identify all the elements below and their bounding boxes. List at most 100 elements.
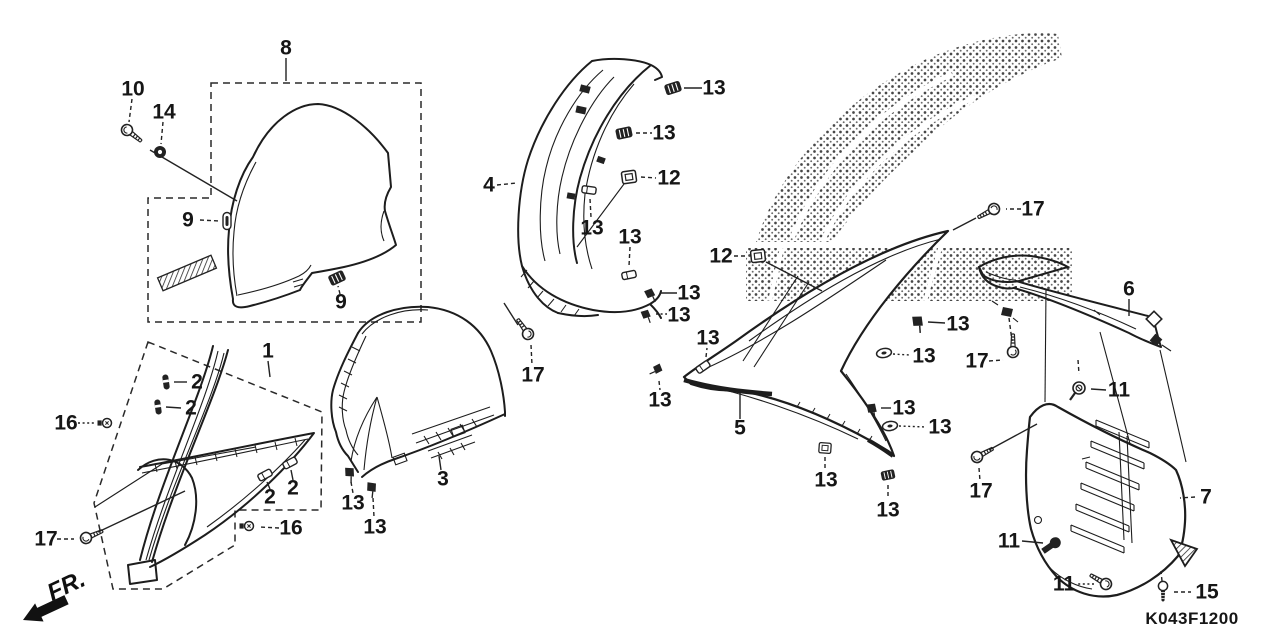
mount-boss-icon	[1001, 307, 1013, 317]
screw-icon	[118, 121, 146, 147]
clip12-projection	[576, 183, 625, 248]
callout-7: 7	[1200, 486, 1212, 509]
front-lower-cowl-group: 1 2 2 16 2 2 16 17	[34, 340, 323, 590]
callout-13: 13	[648, 389, 671, 412]
callout-13: 13	[928, 416, 951, 439]
part7-foot	[1169, 538, 1199, 568]
callout-13: 13	[677, 282, 700, 305]
leader-12	[640, 176, 657, 179]
leader-13	[705, 347, 708, 358]
leader-14	[160, 121, 164, 145]
screw17-mount-dash	[1008, 317, 1013, 342]
leader-13	[927, 321, 946, 324]
leader-13	[589, 198, 592, 218]
leader-16	[259, 526, 280, 529]
part6-fin-inner	[985, 271, 1017, 281]
clip-tick	[1161, 344, 1172, 352]
part5-thick-edge	[683, 377, 773, 397]
part5-outline	[682, 229, 950, 458]
clip-icon	[875, 346, 893, 360]
part6-tail-inner	[1019, 286, 1137, 330]
callout-4: 4	[483, 174, 495, 197]
callout-11: 11	[1108, 379, 1131, 402]
leader-2	[165, 406, 182, 409]
callout-13: 13	[618, 226, 641, 249]
part4-lower-edge	[521, 265, 662, 319]
callout-8: 8	[280, 37, 292, 60]
screw-mount-leader	[149, 149, 238, 202]
callout-13: 13	[892, 397, 915, 420]
leader-2	[266, 481, 271, 490]
part4-mounted-clips	[566, 84, 606, 200]
leader-3	[438, 455, 442, 471]
screw-icon	[968, 442, 997, 466]
clip-icon	[818, 441, 832, 455]
callout-17: 17	[521, 364, 544, 387]
screw-icon	[1068, 380, 1087, 402]
part4-outline	[517, 57, 663, 314]
part1-blade-inner	[145, 350, 225, 561]
leader-9b	[337, 285, 341, 295]
clip-icon	[749, 248, 767, 264]
clip-icon	[879, 468, 897, 482]
projection-line	[1044, 288, 1047, 403]
clip-icon	[1149, 333, 1163, 347]
clip-icon	[638, 307, 656, 326]
windscreen-fold-line	[237, 264, 312, 296]
clip12b-projection	[742, 275, 810, 368]
part5-tip-edge	[867, 438, 895, 458]
part1-swoosh-inner	[141, 438, 309, 528]
leader-11	[1090, 388, 1107, 391]
clip-icon	[153, 399, 163, 415]
fr-label: FR.	[43, 566, 89, 607]
part5-inner-top	[748, 238, 942, 342]
callout-6: 6	[1123, 278, 1135, 301]
part4-inner1	[539, 69, 604, 262]
callout-13: 13	[652, 122, 675, 145]
part1-arch	[137, 458, 198, 546]
callout-2: 2	[191, 371, 203, 394]
callout-13: 13	[814, 469, 837, 492]
callout-2: 2	[185, 397, 197, 420]
callout-14: 14	[152, 101, 176, 124]
part3-fan-lines	[350, 396, 393, 471]
leader-4	[496, 182, 518, 186]
clip-icon	[620, 169, 638, 185]
side-cowl-group: 12 5 13 13 13 13 13 13 13 13	[646, 229, 970, 522]
diagram-code: K043F1200	[1145, 609, 1238, 628]
clip12b-leader	[765, 261, 823, 292]
bolt-icon	[1041, 537, 1061, 554]
callout-17: 17	[965, 350, 988, 373]
leader-17	[988, 359, 1004, 362]
part3-outline	[357, 305, 506, 478]
bolt-hole	[1033, 515, 1043, 525]
mount-boss-ticks	[991, 300, 1019, 323]
callout-1: 1	[262, 340, 274, 363]
fr-arrow-icon	[23, 595, 69, 622]
screw-icon	[512, 315, 537, 343]
callout-16: 16	[279, 517, 302, 540]
part3-left-band-outer	[330, 332, 359, 473]
callout-17: 17	[969, 480, 992, 503]
leader-13	[892, 353, 911, 356]
part6-fin	[977, 254, 1071, 284]
callout-16: 16	[54, 412, 77, 435]
clip-icon	[580, 184, 598, 196]
clip-icon	[881, 419, 899, 433]
callout-13: 13	[912, 345, 935, 368]
leader-13	[898, 425, 927, 428]
screw-icon	[96, 417, 113, 429]
leader-2	[290, 469, 294, 481]
callout-17: 17	[1021, 198, 1044, 221]
callout-2: 2	[287, 477, 299, 500]
screw17-leader	[503, 302, 519, 326]
screw17-leader	[97, 490, 186, 533]
callout-17: 17	[34, 528, 57, 551]
callout-13: 13	[363, 516, 386, 539]
part1-hatch	[154, 437, 298, 473]
clip-icon	[222, 211, 232, 231]
windscreen-group: 8 10 14 9 9	[118, 37, 422, 323]
callout-13: 13	[876, 499, 899, 522]
